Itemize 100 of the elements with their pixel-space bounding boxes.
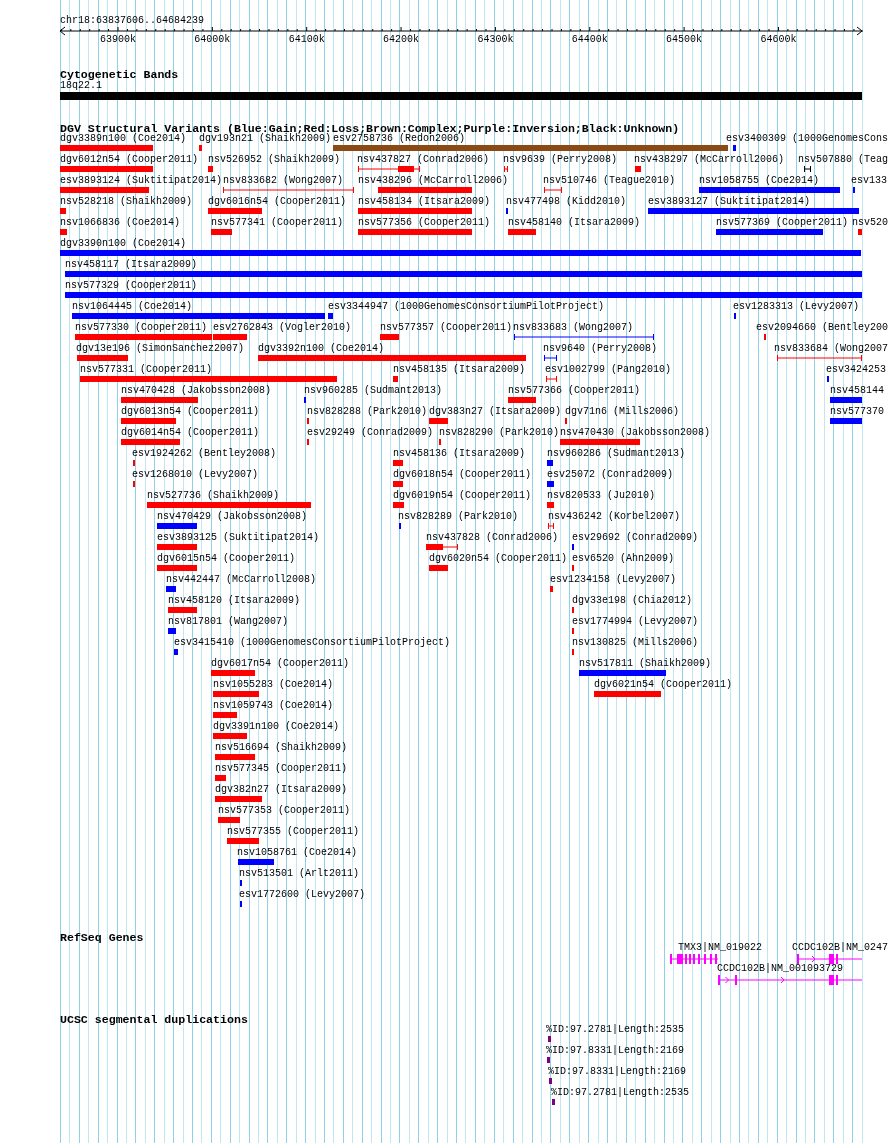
feature-label: nsv477498 (Kidd2010): [506, 196, 627, 208]
feature-label: esv29249 (Conrad2009): [307, 427, 434, 439]
feature-label: nsv960286 (Sudmant2013): [547, 448, 686, 460]
feature-label: nsv458144: [830, 385, 884, 397]
feature-label: dgv3389n100 (Coe2014): [60, 133, 187, 145]
feature-label: esv2762843 (Vogler2010): [213, 322, 352, 334]
track-heading: RefSeq Genes: [60, 931, 144, 944]
feature-label: CCDC102B|NM_001093729: [717, 963, 844, 975]
feature-label: nsv437827 (Conrad2006): [357, 154, 490, 166]
feature-label: esv3415410 (1000GenomesConsortiumPilotProject): [174, 637, 451, 649]
axis-tick-label: 64200k: [383, 34, 420, 46]
feature-label: esv25072 (Conrad2009): [547, 469, 674, 481]
feature-label: nsv577369 (Cooper2011): [716, 217, 849, 229]
feature-label: dgv6019n54 (Cooper2011): [393, 490, 532, 502]
feature-label: esv3893125 (Suktitipat2014): [157, 532, 320, 544]
feature-label: nsv1066836 (Coe2014): [60, 217, 181, 229]
feature-label: esv2758736 (Redon2006): [333, 133, 466, 145]
feature-label: esv2094660 (Bentley200: [756, 322, 889, 334]
feature-label: nsv458140 (Itsara2009): [508, 217, 641, 229]
feature-label: esv1002799 (Pang2010): [545, 364, 672, 376]
feature-label: nsv513501 (Arlt2011): [239, 868, 360, 880]
axis-tick-label: 64600k: [760, 34, 797, 46]
feature-label: dgv71n6 (Mills2006): [565, 406, 680, 418]
feature-label: dgv3391n100 (Coe2014): [213, 721, 340, 733]
feature-label: esv29692 (Conrad2009): [572, 532, 699, 544]
axis-tick-label: 64400k: [571, 34, 608, 46]
feature-label: nsv458117 (Itsara2009): [65, 259, 198, 271]
track-heading: UCSC segmental duplications: [60, 1013, 248, 1026]
feature-label: nsv577355 (Cooper2011): [227, 826, 360, 838]
feature-label: esv3344947 (1000GenomesConsortiumPilotProject): [328, 301, 605, 313]
feature-label: esv3400309 (1000GenomesCons: [726, 133, 889, 145]
feature-label: nsv833684 (Wong2007: [774, 343, 889, 355]
feature-label: nsv130825 (Mills2006): [572, 637, 699, 649]
feature-label: dgv382n27 (Itsara2009): [215, 784, 348, 796]
feature-label: nsv577330 (Cooper2011): [75, 322, 208, 334]
feature-label: %ID:97.8331|Length:2169: [548, 1066, 687, 1078]
axis-tick-label: 64500k: [666, 34, 703, 46]
feature-label: dgv6018n54 (Cooper2011): [393, 469, 532, 481]
feature-label: %ID:97.2781|Length:2535: [551, 1087, 690, 1099]
feature-label: nsv1058761 (Coe2014): [237, 847, 358, 859]
feature-label: dgv6015n54 (Cooper2011): [157, 553, 296, 565]
feature-label: nsv458135 (Itsara2009): [393, 364, 526, 376]
feature-label: dgv6014n54 (Cooper2011): [121, 427, 260, 439]
feature-label: nsv1058755 (Coe2014): [699, 175, 820, 187]
feature-label: 18q22.1: [60, 80, 102, 92]
axis-tick-label: 64100k: [288, 34, 325, 46]
feature-label: dgv3392n100 (Coe2014): [258, 343, 385, 355]
feature-label: nsv577345 (Cooper2011): [215, 763, 348, 775]
feature-label: nsv817801 (Wang2007): [168, 616, 289, 628]
feature-label: nsv528218 (Shaikh2009): [60, 196, 193, 208]
axis-tick-label: 64300k: [477, 34, 514, 46]
feature-label: nsv470428 (Jakobsson2008): [121, 385, 272, 397]
feature-label: esv1283313 (Levy2007): [733, 301, 860, 313]
feature-label: nsv820533 (Ju2010): [547, 490, 656, 502]
feature-label: dgv6020n54 (Cooper2011): [429, 553, 568, 565]
feature-label: dgv3390n100 (Coe2014): [60, 238, 187, 250]
feature-label: esv1268010 (Levy2007): [132, 469, 259, 481]
feature-label: nsv828288 (Park2010): [307, 406, 428, 418]
feature-label: %ID:97.8331|Length:2169: [546, 1045, 685, 1057]
feature-label: esv3893127 (Suktitipat2014): [648, 196, 811, 208]
feature-label: nsv438297 (McCarroll2006): [634, 154, 785, 166]
feature-label: nsv833683 (Wong2007): [513, 322, 634, 334]
feature-label: esv1774994 (Levy2007): [572, 616, 699, 628]
feature-label: CCDC102B|NM_0247: [792, 942, 888, 954]
feature-label: nsv828289 (Park2010): [398, 511, 519, 523]
feature-label: nsv1064445 (Coe2014): [72, 301, 193, 313]
feature-label: dgv33e198 (Chia2012): [572, 595, 693, 607]
feature-label: nsv577353 (Cooper2011): [218, 805, 351, 817]
feature-label: nsv960285 (Sudmant2013): [304, 385, 443, 397]
feature-label: nsv442447 (McCarroll2008): [166, 574, 317, 586]
feature-label: nsv577341 (Cooper2011): [211, 217, 344, 229]
feature-label: nsv577357 (Cooper2011): [380, 322, 513, 334]
feature-label: nsv470430 (Jakobsson2008): [560, 427, 711, 439]
feature-label: dgv13e196 (SimonSanchez2007): [76, 343, 245, 355]
feature-label: nsv516694 (Shaikh2009): [215, 742, 348, 754]
feature-label: nsv833682 (Wong2007): [223, 175, 344, 187]
feature-label: nsv577331 (Cooper2011): [80, 364, 213, 376]
feature-label: nsv458134 (Itsara2009): [358, 196, 491, 208]
axis-tick-label: 63900k: [100, 34, 136, 46]
feature-label: nsv520: [852, 217, 888, 229]
feature-label: dgv6021n54 (Cooper2011): [594, 679, 733, 691]
feature-label: nsv458136 (Itsara2009): [393, 448, 526, 460]
feature-label: dgv193n21 (Shaikh2009): [199, 133, 332, 145]
feature-label: nsv9640 (Perry2008): [543, 343, 658, 355]
feature-label: nsv436242 (Korbel2007): [548, 511, 681, 523]
feature-label: dgv6017n54 (Cooper2011): [211, 658, 350, 670]
feature-label: nsv9639 (Perry2008): [503, 154, 618, 166]
feature-label: esv133: [851, 175, 887, 187]
feature-label: nsv437828 (Conrad2006): [426, 532, 559, 544]
feature-label: nsv507880 (Teag: [798, 154, 888, 166]
feature-label: dgv6012n54 (Cooper2011): [60, 154, 199, 166]
feature-label: nsv1059743 (Coe2014): [213, 700, 334, 712]
feature-label: nsv458120 (Itsara2009): [168, 595, 301, 607]
feature-label: %ID:97.2781|Length:2535: [546, 1024, 685, 1036]
feature-label: nsv577366 (Cooper2011): [508, 385, 641, 397]
track-heading: DGV Structural Variants (Blue:Gain;Red:Loss;Brown:Complex;Purple:Inversion;Black:Unknown): [60, 122, 680, 135]
feature-label: nsv438296 (McCarroll2006): [358, 175, 509, 187]
feature-label: nsv1055283 (Coe2014): [213, 679, 334, 691]
feature-label: nsv526952 (Shaikh2009): [208, 154, 341, 166]
feature-label: esv6520 (Ahn2009): [572, 553, 675, 565]
